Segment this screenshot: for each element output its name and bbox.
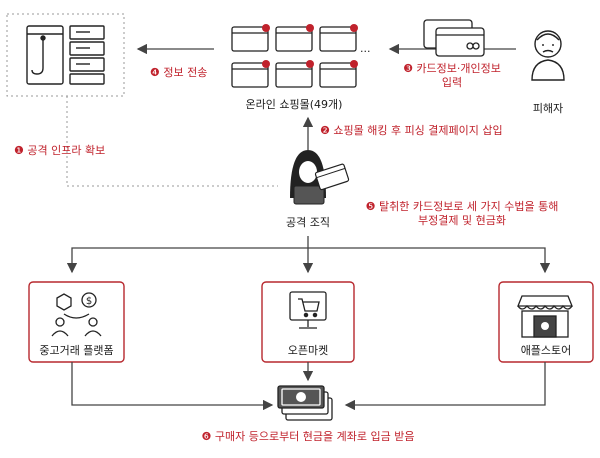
infra-link-line: [66, 96, 278, 187]
step5-label-line2: 부정결제 및 현금화: [418, 214, 506, 227]
shops-label: 온라인 쇼핑몰(49개): [245, 98, 343, 111]
hacker-icon: [290, 150, 350, 205]
cash-icon: [277, 385, 333, 421]
victim-label: 피해자: [532, 102, 564, 115]
ellipsis: ...: [360, 42, 371, 55]
infection-marks: [262, 24, 358, 68]
step1-label: ❶ 공격 인프라 확보: [14, 144, 106, 157]
apple-store-icon: [517, 295, 573, 338]
exchange-icon: [51, 292, 102, 337]
victim-icon: [531, 30, 565, 81]
step2-label: ❷ 쇼핑몰 해킹 후 피싱 결제페이지 삽입: [320, 124, 503, 137]
arrow-secondhand-cash: [71, 362, 274, 411]
server-icon: [26, 25, 105, 85]
step3-label-line2: 입력: [441, 76, 463, 89]
step5-label-line1: ❺ 탈취한 카드정보로 세 가지 수법을 통해: [365, 200, 559, 213]
arrow-to-secondhand: [66, 247, 308, 274]
step3-label-line1: ❸ 카드정보·개인정보: [403, 62, 501, 75]
svg-text:$: $: [86, 296, 92, 307]
arrow-applestore-cash: [344, 362, 546, 411]
server-box: [6, 13, 125, 97]
step6-label: ❻ 구매자 등으로부터 현금을 계좌로 입금 받음: [201, 430, 415, 443]
cart-monitor-icon: [289, 291, 327, 329]
step4-label: ❹ 정보 전송: [150, 66, 208, 79]
credit-card-icon: [423, 19, 485, 57]
openmarket-label: 오픈마켓: [287, 344, 329, 357]
attacker-label: 공격 조직: [286, 216, 330, 229]
browser-window-icon: [231, 26, 357, 88]
applestore-label: 애플스토어: [520, 344, 572, 357]
arrow-to-applestore: [308, 247, 551, 274]
dollar-mark: $: [86, 296, 92, 307]
secondhand-label: 중고거래 플랫폼: [39, 344, 114, 357]
secondhand-box: [28, 281, 125, 363]
